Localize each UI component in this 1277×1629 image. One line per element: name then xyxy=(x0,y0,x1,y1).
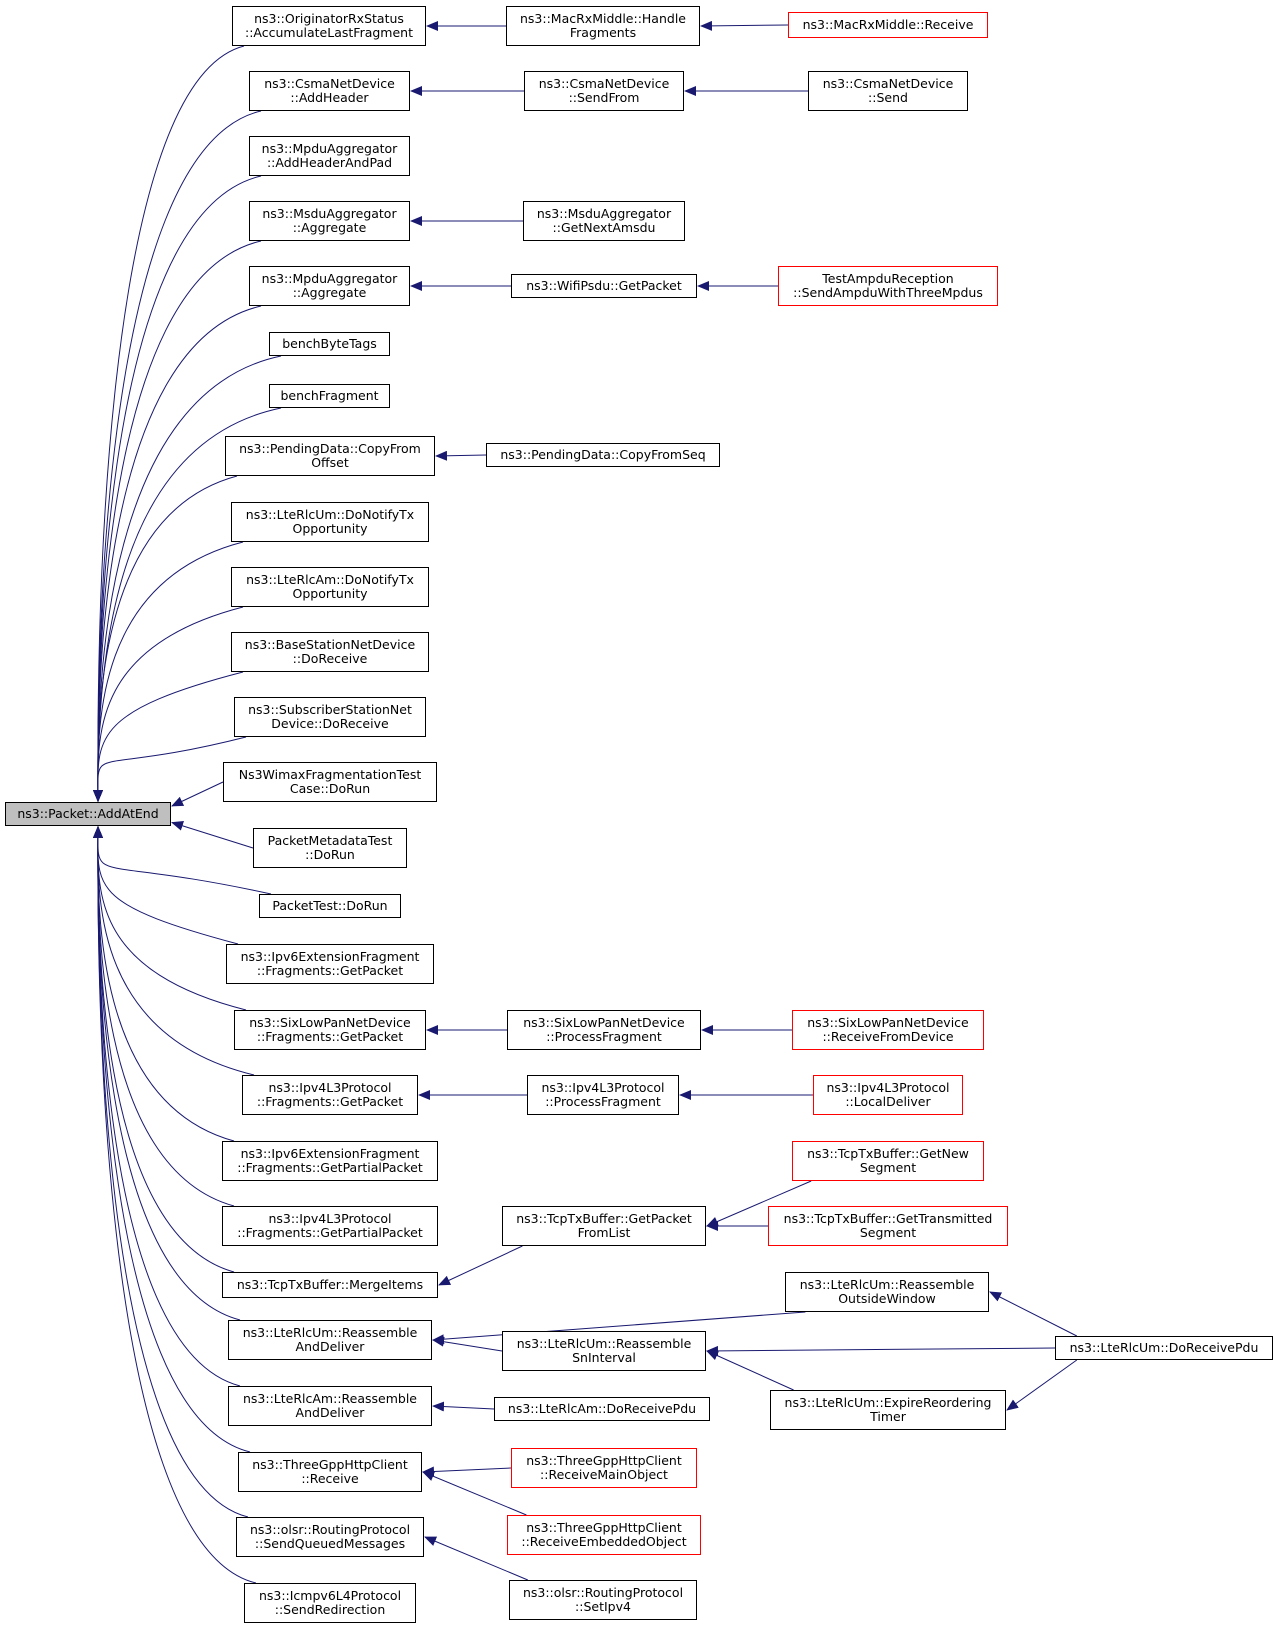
node-ns3-lterlcum-reassemble-anddeliver[interactable]: ns3::LteRlcUm::Reassemble AndDeliver xyxy=(228,1320,432,1360)
edge-n22-to-root xyxy=(92,826,241,1321)
node-ns3-threegpphttpclient-receivemainobject[interactable]: ns3::ThreeGppHttpClient ::ReceiveMainObj… xyxy=(511,1448,697,1488)
node-ns3-csmanetdevice-send[interactable]: ns3::CsmaNetDevice ::Send xyxy=(808,71,968,111)
edge-m22a-to-n22 xyxy=(432,1311,806,1345)
node-ns3-basestationnetdevice-doreceive[interactable]: ns3::BaseStationNetDevice ::DoReceive xyxy=(231,632,429,672)
node-ns3-threegpphttpclient-receiveembeddedobject[interactable]: ns3::ThreeGppHttpClient ::ReceiveEmbedde… xyxy=(507,1515,701,1555)
node-ns3-lterlcam-donotifytx-opportunity[interactable]: ns3::LteRlcAm::DoNotifyTx Opportunity xyxy=(231,567,429,607)
node-benchfragment[interactable]: benchFragment xyxy=(269,384,390,408)
node-ns3-macrxmiddle-handle-fragments[interactable]: ns3::MacRxMiddle::Handle Fragments xyxy=(506,6,700,46)
edge-n16-to-root xyxy=(92,826,239,945)
node-ns3-ipv4l3protocol-localdeliver[interactable]: ns3::Ipv4L3Protocol ::LocalDeliver xyxy=(813,1075,963,1115)
edge-m24a-to-n24 xyxy=(422,1466,512,1477)
node-ns3wimaxfragmentationtest-case-dorun[interactable]: Ns3WimaxFragmentationTest Case::DoRun xyxy=(223,762,437,802)
node-ns3-lterlcum-donotifytx-opportunity[interactable]: ns3::LteRlcUm::DoNotifyTx Opportunity xyxy=(231,502,429,542)
node-ns3-olsr-routingprotocol-setipv4[interactable]: ns3::olsr::RoutingProtocol ::SetIpv4 xyxy=(509,1580,697,1620)
node-ns3-sixlowpannetdevice-fragments-getpacket[interactable]: ns3::SixLowPanNetDevice ::Fragments::Get… xyxy=(234,1010,426,1050)
node-ns3-lterlcam-reassemble-anddeliver[interactable]: ns3::LteRlcAm::Reassemble AndDeliver xyxy=(228,1386,432,1426)
node-ns3-tcptxbuffer-getpacket-fromlist[interactable]: ns3::TcpTxBuffer::GetPacket FromList xyxy=(502,1206,706,1246)
node-ns3-lterlcum-expirereordering-timer[interactable]: ns3::LteRlcUm::ExpireReordering Timer xyxy=(770,1390,1006,1430)
node-ns3-olsr-routingprotocol-sendqueuedmessages[interactable]: ns3::olsr::RoutingProtocol ::SendQueuedM… xyxy=(236,1517,424,1557)
node-ns3-sixlowpannetdevice-receivefromdevice[interactable]: ns3::SixLowPanNetDevice ::ReceiveFromDev… xyxy=(792,1010,984,1050)
node-ns3-icmpv6l4protocol-sendredirection[interactable]: ns3::Icmpv6L4Protocol ::SendRedirection xyxy=(244,1583,416,1623)
node-ns3-msduaggregator-aggregate[interactable]: ns3::MsduAggregator ::Aggregate xyxy=(249,201,410,241)
node-ns3-tcptxbuffer-mergeitems[interactable]: ns3::TcpTxBuffer::MergeItems xyxy=(222,1272,438,1298)
edge-r22-to-m22c xyxy=(1006,1359,1078,1411)
edge-r1-to-m1 xyxy=(700,20,789,31)
node-ns3-lterlcum-reassemble-outsidewindow[interactable]: ns3::LteRlcUm::Reassemble OutsideWindow xyxy=(785,1272,989,1312)
node-ns3-pendingdata-copyfrom-offset[interactable]: ns3::PendingData::CopyFrom Offset xyxy=(225,436,435,476)
node-ns3-mpduaggregator-aggregate[interactable]: ns3::MpduAggregator ::Aggregate xyxy=(249,266,410,306)
node-benchbytetags[interactable]: benchByteTags xyxy=(269,332,390,356)
edge-n17-to-root xyxy=(92,826,247,1011)
node-ns3-msduaggregator-getnextamsdu[interactable]: ns3::MsduAggregator ::GetNextAmsdu xyxy=(523,201,685,241)
node-ns3-mpduaggregator-addheaderandpad[interactable]: ns3::MpduAggregator ::AddHeaderAndPad xyxy=(249,136,410,176)
node-ns3-lterlcam-doreceivepdu[interactable]: ns3::LteRlcAm::DoReceivePdu xyxy=(494,1397,710,1421)
edge-n14-to-root xyxy=(171,821,254,849)
edge-n13-to-root xyxy=(171,781,224,807)
node-packettest-dorun[interactable]: PacketTest::DoRun xyxy=(259,894,401,918)
node-ns3-subscriberstationnet-device-doreceive[interactable]: ns3::SubscriberStationNet Device::DoRece… xyxy=(234,697,426,737)
edge-m21-to-n21 xyxy=(438,1245,523,1286)
node-ns3-pendingdata-copyfromseq[interactable]: ns3::PendingData::CopyFromSeq xyxy=(486,443,720,467)
node-ns3-ipv6extensionfragment-fragments-getpacket[interactable]: ns3::Ipv6ExtensionFragment ::Fragments::… xyxy=(226,944,434,984)
edge-r22-to-m22a xyxy=(989,1291,1078,1337)
node-testampdureception-sendampduwiththreempdus[interactable]: TestAmpduReception ::SendAmpduWithThreeM… xyxy=(778,266,998,306)
node-ns3-ipv4l3protocol-processfragment[interactable]: ns3::Ipv4L3Protocol ::ProcessFragment xyxy=(527,1075,679,1115)
node-ns3-threegpphttpclient-receive[interactable]: ns3::ThreeGppHttpClient ::Receive xyxy=(238,1452,422,1492)
edge-n15-to-root xyxy=(92,826,272,895)
edge-n12-to-root xyxy=(92,736,247,802)
node-ns3-packet-addatend: ns3::Packet::AddAtEnd xyxy=(5,802,171,826)
edge-r21a-to-m21 xyxy=(706,1180,812,1227)
node-ns3-sixlowpannetdevice-processfragment[interactable]: ns3::SixLowPanNetDevice ::ProcessFragmen… xyxy=(507,1010,701,1050)
node-ns3-lterlcum-doreceivepdu[interactable]: ns3::LteRlcUm::DoReceivePdu xyxy=(1055,1336,1273,1360)
edge-m23-to-n23 xyxy=(432,1401,495,1412)
edge-m22c-to-m22b xyxy=(706,1350,794,1391)
node-ns3-csmanetdevice-addheader[interactable]: ns3::CsmaNetDevice ::AddHeader xyxy=(249,71,410,111)
node-ns3-csmanetdevice-sendfrom[interactable]: ns3::CsmaNetDevice ::SendFrom xyxy=(524,71,684,111)
edge-n23-to-root xyxy=(92,826,241,1387)
edge-n21-to-root xyxy=(92,826,235,1273)
edge-r22-to-m22b xyxy=(706,1345,1056,1356)
edge-m8-to-n8 xyxy=(435,450,487,461)
edge-m25-to-n25 xyxy=(424,1536,528,1581)
node-ns3-tcptxbuffer-getnew-segment[interactable]: ns3::TcpTxBuffer::GetNew Segment xyxy=(792,1141,984,1181)
node-ns3-ipv4l3protocol-fragments-getpartialpacket[interactable]: ns3::Ipv4L3Protocol ::Fragments::GetPart… xyxy=(222,1206,438,1246)
edge-n1-to-root xyxy=(92,45,245,802)
edge-n9-to-root xyxy=(92,541,244,802)
node-ns3-ipv4l3protocol-fragments-getpacket[interactable]: ns3::Ipv4L3Protocol ::Fragments::GetPack… xyxy=(242,1075,418,1115)
node-ns3-wifipsdu-getpacket[interactable]: ns3::WifiPsdu::GetPacket xyxy=(511,274,697,298)
node-ns3-ipv6extensionfragment-fragments-getpartialpacket[interactable]: ns3::Ipv6ExtensionFragment ::Fragments::… xyxy=(222,1141,438,1181)
edge-n26-to-root xyxy=(92,826,257,1584)
edge-n11-to-root xyxy=(92,671,244,802)
edge-layer xyxy=(92,20,1078,1584)
edge-m24b-to-n24 xyxy=(422,1471,527,1516)
edge-n10-to-root xyxy=(92,606,244,802)
node-ns3-macrxmiddle-receive[interactable]: ns3::MacRxMiddle::Receive xyxy=(788,12,988,38)
node-packetmetadatatest-dorun[interactable]: PacketMetadataTest ::DoRun xyxy=(253,828,407,868)
edge-m22b-to-n22 xyxy=(432,1336,503,1352)
node-ns3-tcptxbuffer-gettransmitted-segment[interactable]: ns3::TcpTxBuffer::GetTransmitted Segment xyxy=(768,1206,1008,1246)
node-ns3-lterlcum-reassemble-sninterval[interactable]: ns3::LteRlcUm::Reassemble SnInterval xyxy=(502,1331,706,1371)
node-ns3-originatorrxstatus-accumulatelastfragment[interactable]: ns3::OriginatorRxStatus ::AccumulateLast… xyxy=(232,6,426,46)
